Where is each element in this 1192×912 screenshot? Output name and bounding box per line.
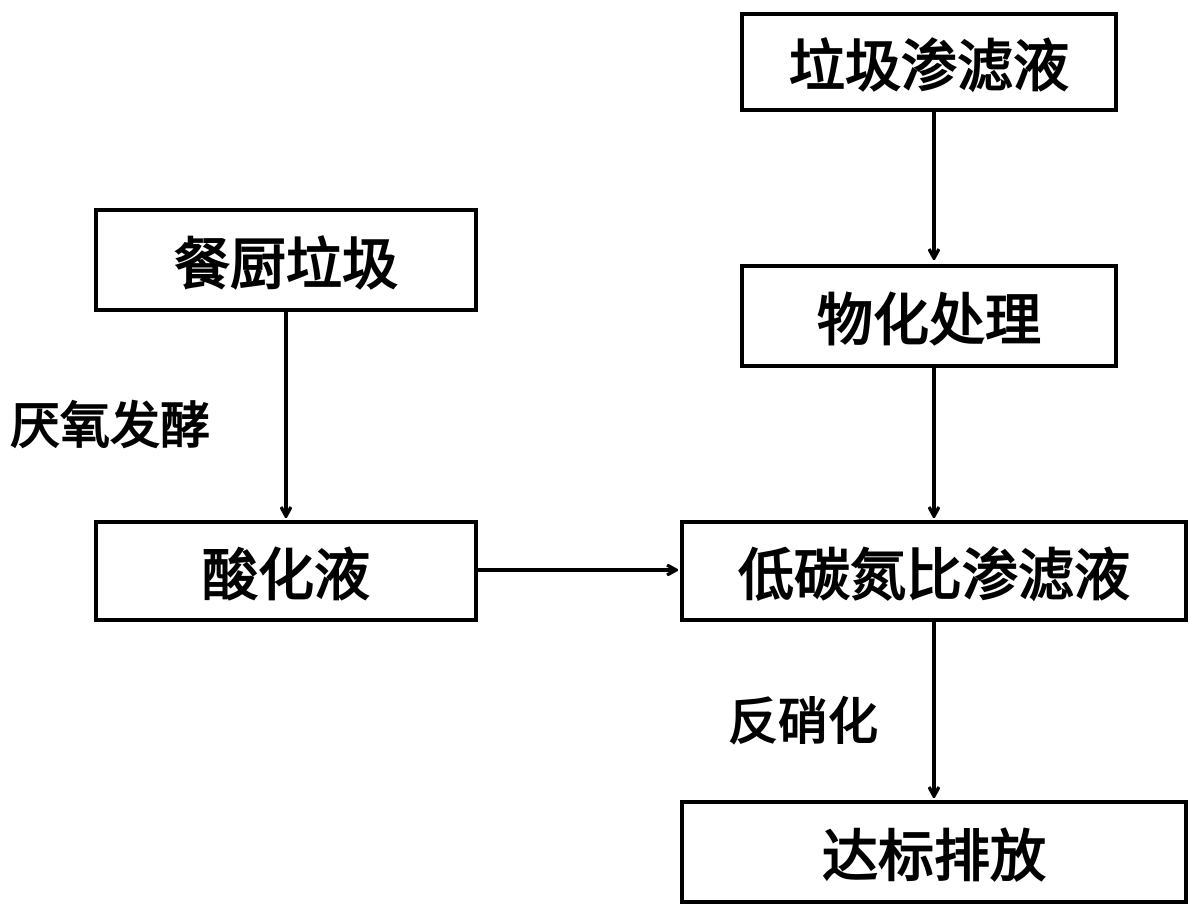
node-discharge-label: 达标排放 [822, 824, 1046, 890]
node-low-cn-leachate-label: 低碳氮比渗滤液 [738, 543, 1130, 609]
node-kitchen-waste: 餐厨垃圾 [94, 208, 478, 312]
node-kitchen-waste-label: 餐厨垃圾 [174, 232, 398, 298]
node-landfill-leachate-label: 垃圾渗滤液 [789, 34, 1069, 100]
node-acidified-liquid: 酸化液 [94, 520, 478, 622]
node-physchem-treatment: 物化处理 [740, 264, 1118, 368]
edge-label-anaerobic-fermentation: 厌氧发酵 [10, 397, 210, 455]
node-acidified-liquid-label: 酸化液 [202, 543, 370, 609]
node-landfill-leachate: 垃圾渗滤液 [740, 12, 1118, 112]
node-discharge: 达标排放 [680, 800, 1188, 904]
node-physchem-treatment-label: 物化处理 [817, 288, 1041, 354]
edge-label-denitrification: 反硝化 [728, 693, 878, 751]
node-low-cn-leachate: 低碳氮比渗滤液 [680, 520, 1188, 622]
